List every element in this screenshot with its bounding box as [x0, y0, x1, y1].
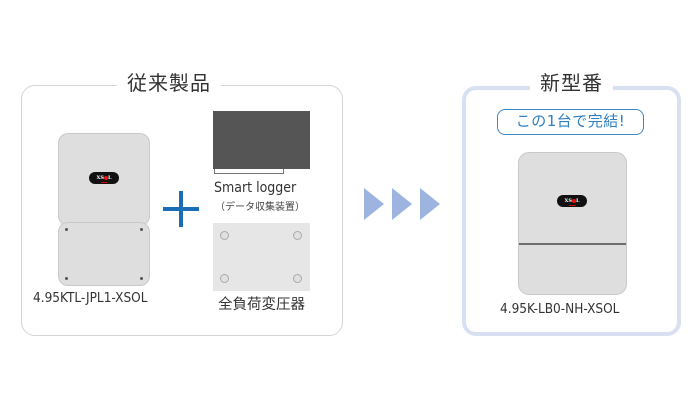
transformer-label: 全負荷変圧器	[218, 297, 305, 313]
bolt-icon	[220, 274, 229, 283]
new-inverter-model: 4.95K-LB0-NH-XSOL	[500, 301, 620, 317]
new-inverter-divider	[519, 243, 626, 245]
smart-logger-sublabel: （データ収集装置）	[215, 202, 305, 213]
screw-icon	[65, 228, 68, 231]
plus-icon-vertical	[179, 191, 183, 227]
old-products-title: 従来製品	[117, 70, 221, 96]
bolt-icon	[220, 231, 229, 240]
chevron-right-icon	[392, 188, 412, 220]
screw-icon	[140, 277, 143, 280]
smart-logger-label: Smart logger	[214, 180, 297, 196]
screw-icon	[140, 228, 143, 231]
new-model-title: 新型番	[530, 70, 613, 96]
logger-cable-icon	[214, 169, 284, 174]
all-in-one-callout: この1台で完結!	[497, 109, 644, 135]
old-inverter-lower	[58, 222, 150, 286]
screw-icon	[65, 277, 68, 280]
old-inverter-model: 4.95KTL-JPL1-XSOL	[33, 290, 148, 306]
bolt-icon	[293, 274, 302, 283]
smart-logger-device	[213, 111, 310, 169]
bolt-icon	[293, 231, 302, 240]
chevron-right-icon	[420, 188, 440, 220]
transformer-device	[213, 223, 310, 291]
chevron-right-icon	[364, 188, 384, 220]
